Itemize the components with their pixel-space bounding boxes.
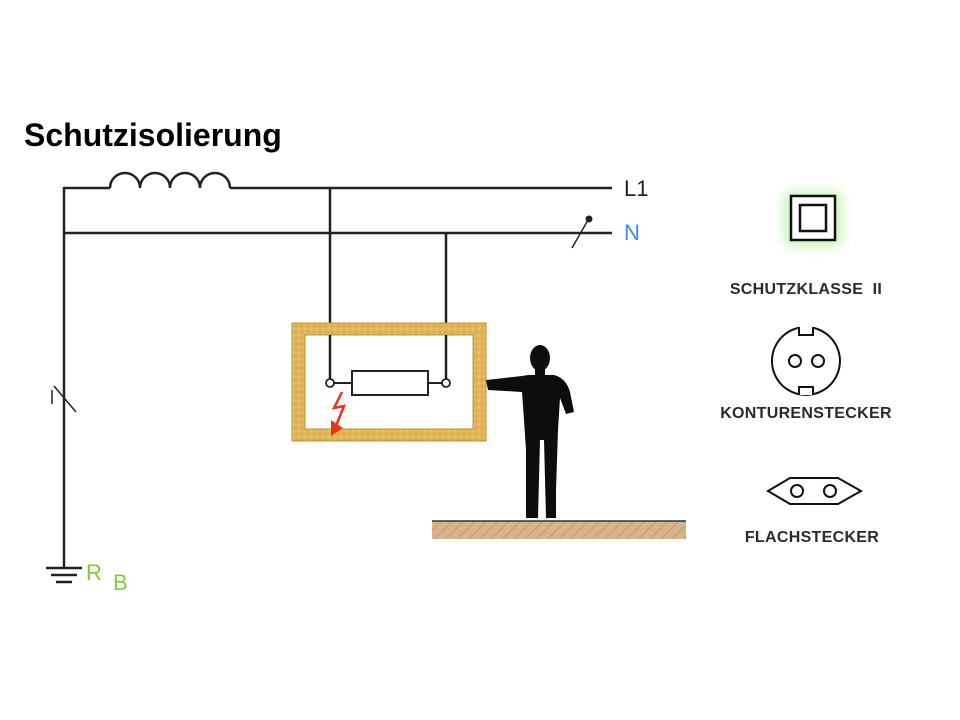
floor [432,521,686,539]
caption-schutzklasse-ii: SCHUTZKLASSE II [730,281,882,298]
person-silhouette-icon [486,345,574,518]
n-label: N [624,220,640,245]
n-line [64,215,612,249]
fault-arrow-icon [331,391,347,436]
earth-conductor [51,187,77,568]
earth-label: R [86,560,102,585]
earth-subscript: B [113,570,128,595]
resistor [351,370,429,396]
flat-plug-icon [766,477,864,505]
l1-line [64,171,612,190]
contour-plug-icon [770,326,841,396]
l1-label: L1 [624,176,648,201]
switch-mark [571,219,589,249]
caption-flachstecker: FLACHSTECKER [745,529,879,546]
page-title: Schutzisolierung [24,117,282,153]
switch-dot [585,215,593,223]
heating-element [325,370,451,396]
double-square-icon [789,194,837,242]
inductor-coil [108,171,232,189]
ground-icon [46,566,82,584]
caption-konturenstecker: KONTURENSTECKER [720,405,892,422]
schutzklasse-ii-symbol [784,192,842,246]
